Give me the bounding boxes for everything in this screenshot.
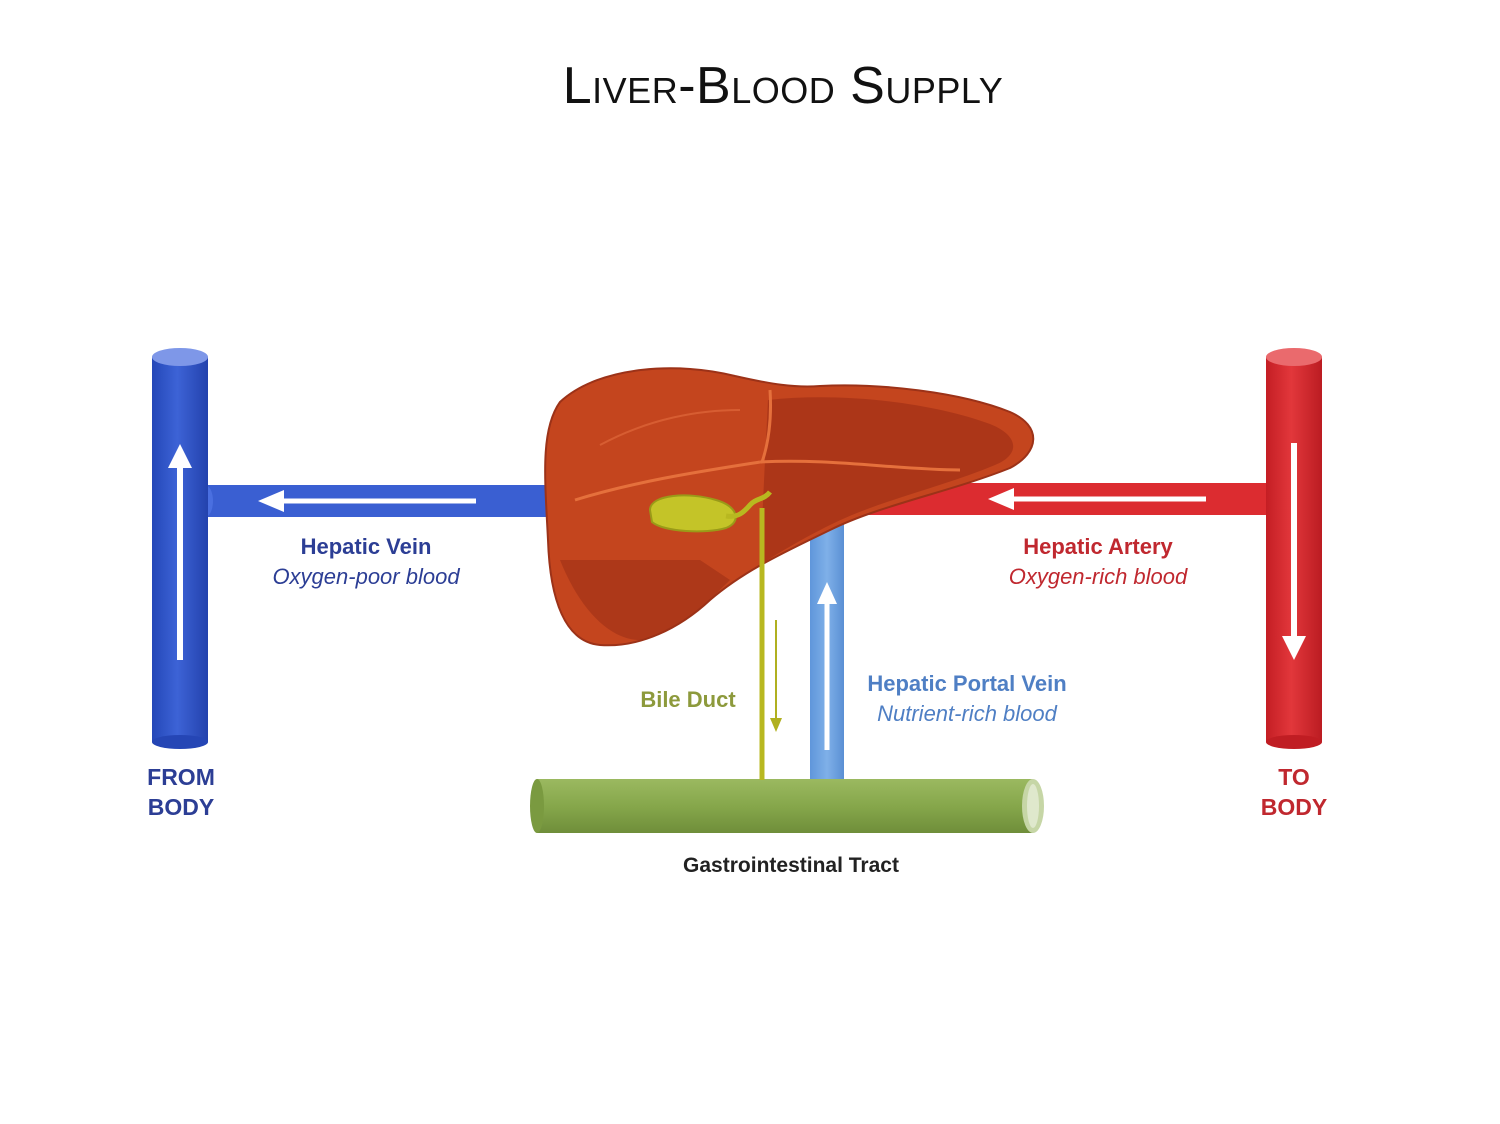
hepatic-portal-vein-arrow: [817, 582, 837, 750]
from-body-label-line1: FROM: [147, 764, 215, 790]
hepatic-vein-arrow: [258, 490, 476, 512]
hepatic-artery-desc: Oxygen-rich blood: [1009, 564, 1188, 589]
page-title: Liver-Blood Supply: [562, 57, 1004, 115]
from-body-label-line2: BODY: [148, 794, 214, 820]
hepatic-vein-desc: Oxygen-poor blood: [272, 564, 460, 589]
hepatic-artery-label: Hepatic Artery: [1023, 534, 1173, 559]
from-body-arrow: [168, 444, 192, 660]
to-body-label-line1: TO: [1278, 764, 1310, 790]
liver: [544, 367, 1035, 647]
to-body-arrow: [1282, 443, 1306, 660]
bile-duct-arrow: [770, 620, 782, 732]
gallbladder: [648, 490, 772, 533]
hepatic-vein-label: Hepatic Vein: [301, 534, 432, 559]
gi-tract-tube: [530, 779, 1044, 833]
hepatic-portal-vein-desc: Nutrient-rich blood: [877, 701, 1058, 726]
hepatic-artery-arrow: [988, 488, 1206, 510]
bile-duct-label: Bile Duct: [640, 687, 736, 712]
hepatic-portal-vein-label: Hepatic Portal Vein: [867, 671, 1066, 696]
to-body-label-line2: BODY: [1261, 794, 1327, 820]
gi-tract-label: Gastrointestinal Tract: [683, 854, 899, 877]
